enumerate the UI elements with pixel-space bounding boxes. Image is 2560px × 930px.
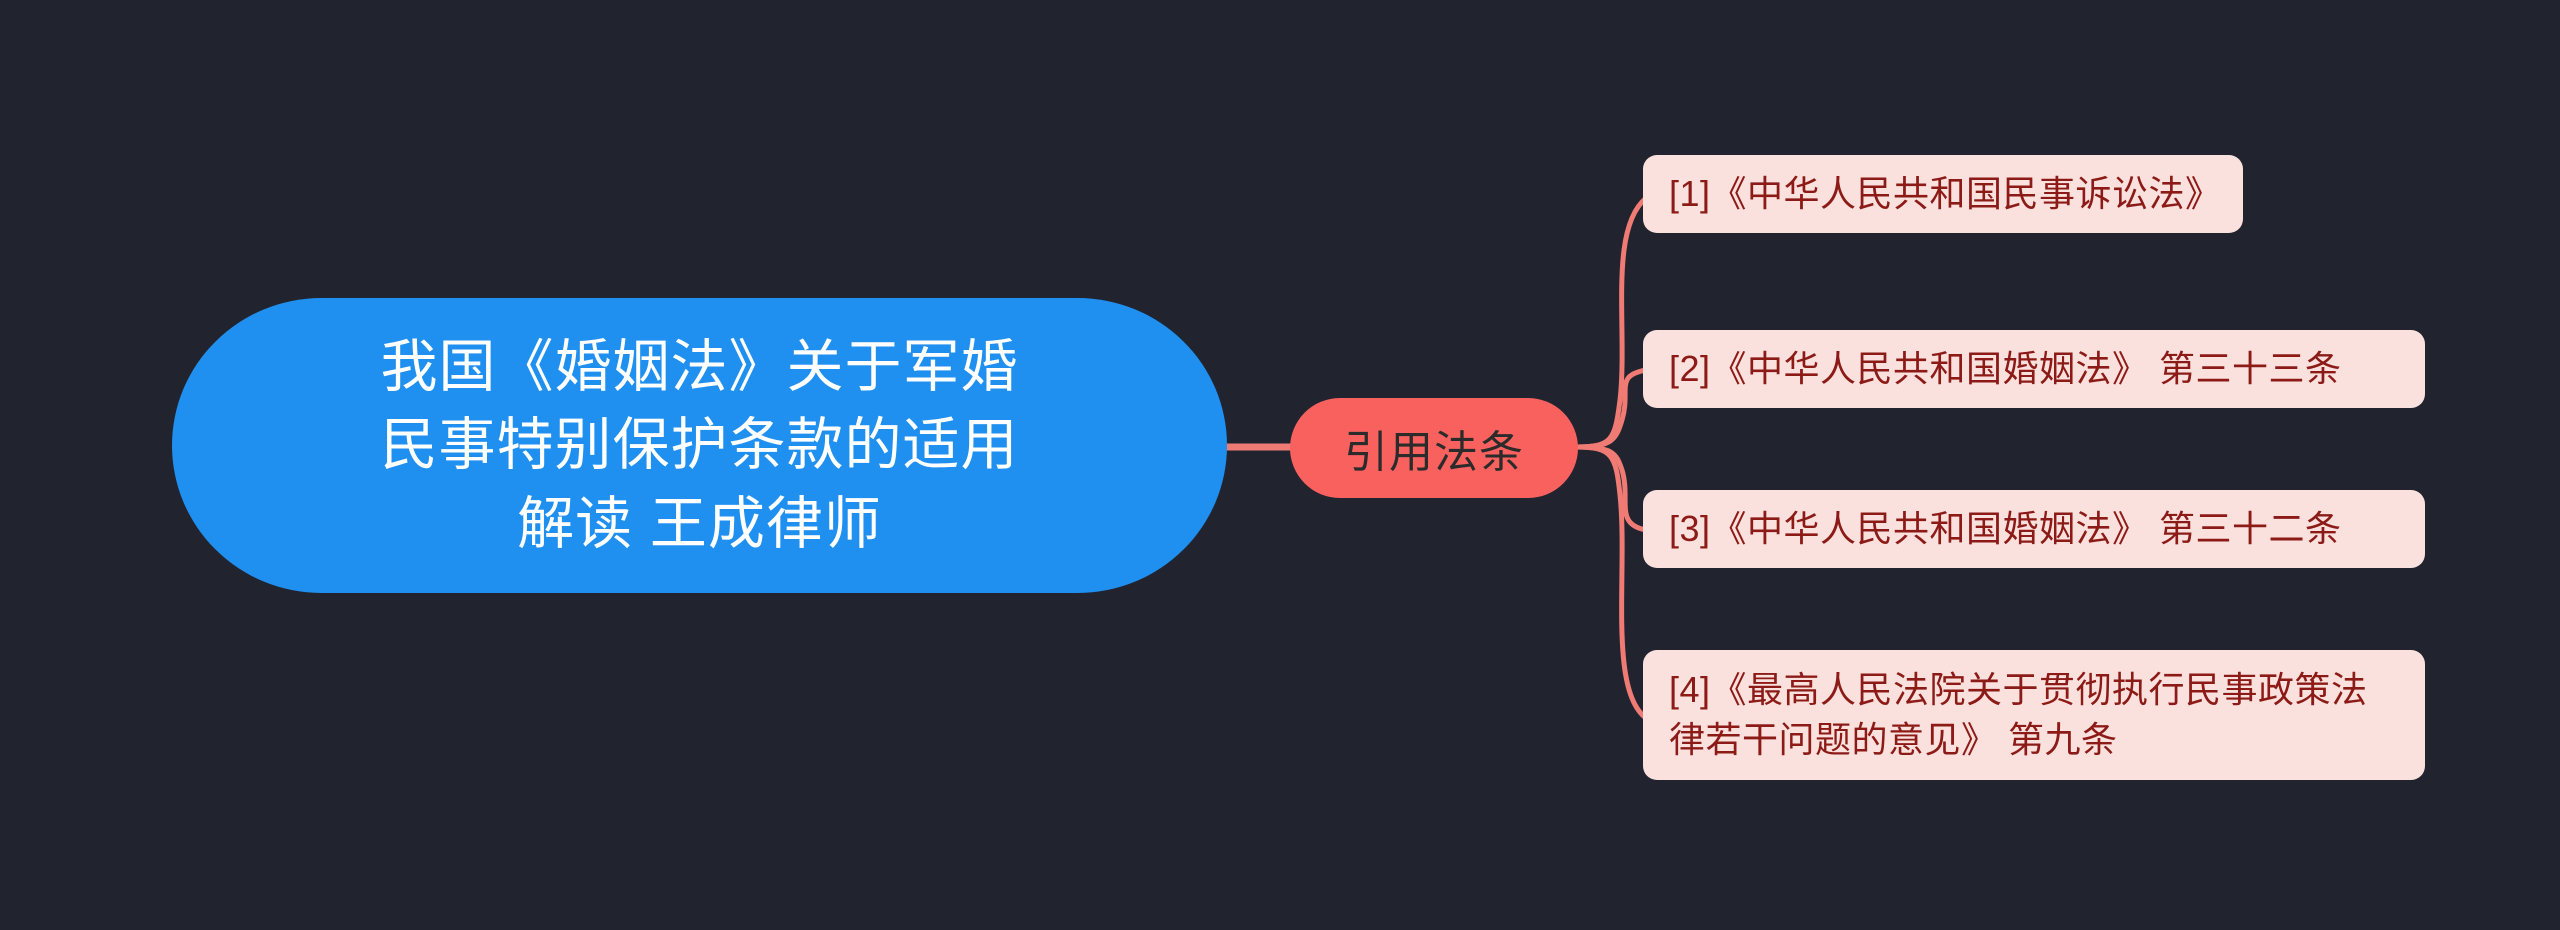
edge-branch-to-leaf-3 <box>1573 444 1649 533</box>
root-title-line-2: 民事特别保护条款的适用 <box>380 413 1019 478</box>
edge-branch-to-leaf-1 <box>1573 195 1649 450</box>
root-node[interactable]: 我国《婚姻法》关于军婚 民事特别保护条款的适用 解读 王成律师 <box>172 298 1227 593</box>
leaf-node-4[interactable]: [4]《最高人民法院关于贯彻执行民事政策法 律若干问题的意见》 第九条 <box>1643 650 2425 780</box>
edge-branch-to-leaf-2 <box>1573 367 1649 450</box>
root-title-line-1: 我国《婚姻法》关于军婚 <box>380 334 1019 399</box>
leaf-node-label: [4]《最高人民法院关于贯彻执行民事政策法 律若干问题的意见》 第九条 <box>1669 669 2368 760</box>
leaf-node-label: [2]《中华人民共和国婚姻法》 第三十三条 <box>1669 348 2342 390</box>
leaf-node-2[interactable]: [2]《中华人民共和国婚姻法》 第三十三条 <box>1643 330 2425 408</box>
leaf-node-label: [3]《中华人民共和国婚姻法》 第三十二条 <box>1669 508 2342 550</box>
leaf-node-1[interactable]: [1]《中华人民共和国民事诉讼法》 <box>1643 155 2243 233</box>
leaf-node-label: [1]《中华人民共和国民事诉讼法》 <box>1669 173 2222 215</box>
branch-node-cited-laws[interactable]: 引用法条 <box>1290 398 1578 498</box>
edge-branch-to-leaf-4 <box>1573 444 1649 721</box>
leaf-node-3[interactable]: [3]《中华人民共和国婚姻法》 第三十二条 <box>1643 490 2425 568</box>
root-title-line-3: 解读 王成律师 <box>517 491 882 556</box>
branch-node-label: 引用法条 <box>1344 428 1524 477</box>
